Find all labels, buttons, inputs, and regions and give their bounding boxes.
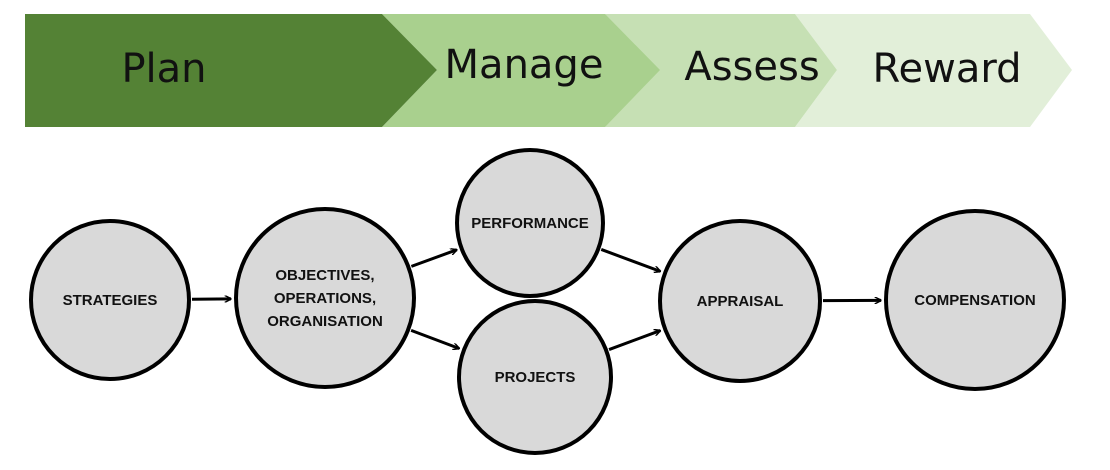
node-label-line: COMPENSATION [914,292,1035,309]
node-label-line: STRATEGIES [63,292,158,309]
flow-nodes: STRATEGIES OBJECTIVES, OPERATIONS, ORGANISA… [29,148,1066,455]
phase-label-assess: Assess [684,44,819,90]
node-circle-projects [457,299,613,455]
node-performance: PERFORMANCE [455,148,605,298]
node-circle-objectives [234,207,416,389]
phase-label-plan: Plan [121,46,206,92]
arrow-objectives-to-projects [410,328,459,348]
node-strategies: STRATEGIES [29,219,191,381]
arrow-objectives-to-performance [410,250,456,268]
node-circle-strategies [29,219,191,381]
node-label-line: ORGANISATION [267,313,383,330]
phase-chevron-reward [795,14,1072,127]
node-label-line: PERFORMANCE [471,215,589,232]
node-label-line: PROJECTS [495,369,576,386]
node-appraisal: APPRAISAL [658,219,822,383]
phase-label-manage: Manage [445,42,604,88]
node-circle-performance [455,148,605,298]
phase-chevron-manage [382,14,660,127]
node-label-compensation: COMPENSATION [914,292,1035,309]
arrow-performance-to-appraisal [600,248,660,271]
node-circle-compensation [884,209,1066,391]
node-label-performance: PERFORMANCE [471,215,589,232]
node-label-line: APPRAISAL [697,293,784,310]
node-label-line: OBJECTIVES, [275,267,374,284]
node-compensation: COMPENSATION [884,209,1066,391]
node-label-objectives: OBJECTIVES, OPERATIONS, ORGANISATION [267,267,383,330]
phase-chevron-plan [25,14,437,127]
node-label-strategies: STRATEGIES [63,292,158,309]
node-circle-appraisal [658,219,822,383]
phase-chevron-assess [605,14,837,127]
node-label-appraisal: APPRAISAL [697,293,784,310]
node-objectives: OBJECTIVES, OPERATIONS, ORGANISATION [234,207,416,389]
phase-banner: Plan Manage Assess Reward [25,14,1072,127]
arrow-projects-to-appraisal [608,331,660,351]
node-projects: PROJECTS [457,299,613,455]
node-label-line: OPERATIONS, [274,290,376,307]
phase-label-reward: Reward [873,46,1022,92]
flow-arrows [191,248,881,351]
node-label-projects: PROJECTS [495,369,576,386]
